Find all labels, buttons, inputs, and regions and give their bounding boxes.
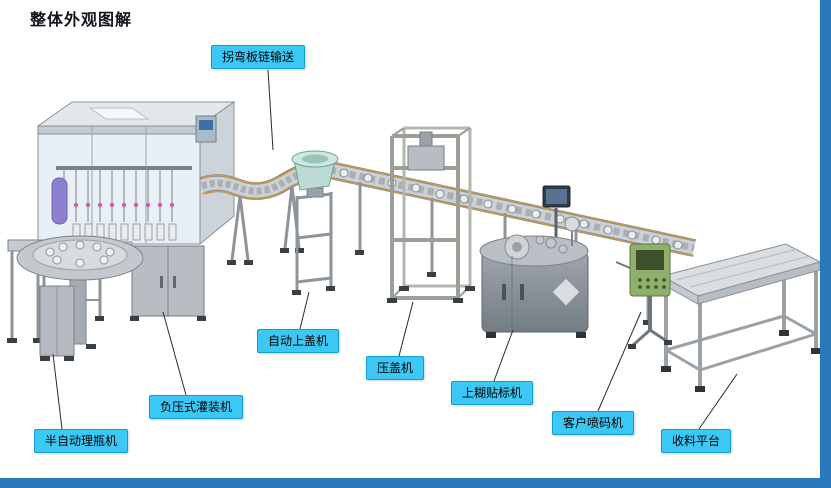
receiving-table <box>660 243 822 392</box>
diamond-sign <box>551 277 581 307</box>
right-border-bar <box>820 0 831 488</box>
bottom-border-bar <box>0 478 831 488</box>
callout-bottle-unscrambler: 半自动理瓶机 <box>34 429 129 453</box>
callout-cap-press: 压盖机 <box>366 356 425 380</box>
filling-machine <box>36 101 236 321</box>
printer-screen <box>636 250 664 270</box>
bottle-unscrambler-machine <box>7 235 144 361</box>
leader-lines <box>52 69 738 430</box>
callout-receiving-table: 收料平台 <box>661 429 732 453</box>
callout-inkjet-printer: 客户喷码机 <box>552 411 635 435</box>
callout-auto-capper: 自动上盖机 <box>257 329 340 353</box>
cap-press-machine <box>387 126 475 303</box>
auto-capper-bowl-feeder <box>291 150 339 295</box>
callout-curve-conveyor: 拐弯板链输送 <box>211 45 306 69</box>
labeling-machine <box>479 185 589 338</box>
page-title: 整体外观图解 <box>30 12 133 29</box>
inkjet-printer <box>615 243 672 349</box>
callout-vacuum-filler: 负压式灌装机 <box>149 395 244 419</box>
callout-labeler: 上糊贴标机 <box>451 381 534 405</box>
